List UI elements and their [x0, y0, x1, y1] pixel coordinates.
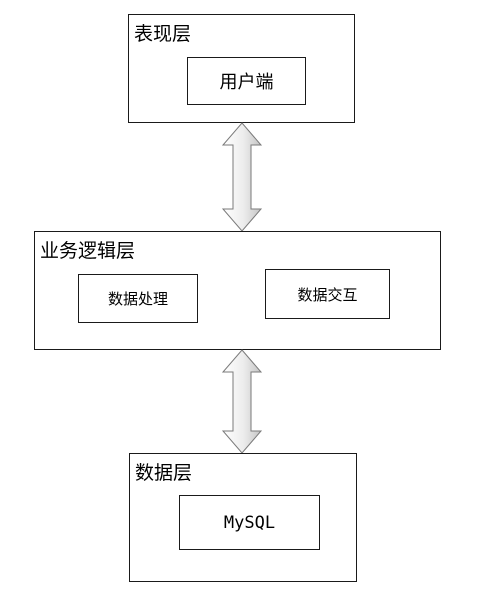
client-box: 用户端: [187, 57, 306, 105]
data-interaction-box: 数据交互: [265, 269, 390, 319]
presentation-layer: 表现层 用户端: [128, 14, 355, 123]
presentation-business-arrow: [221, 122, 263, 232]
data-layer: 数据层 MySQL: [129, 453, 357, 582]
mysql-box: MySQL: [179, 495, 320, 550]
data-layer-title: 数据层: [135, 462, 193, 484]
data-processing-box: 数据处理: [78, 274, 198, 323]
presentation-layer-title: 表现层: [134, 23, 192, 45]
business-logic-layer-title: 业务逻辑层: [40, 240, 136, 262]
business-logic-layer: 业务逻辑层 数据处理 数据交互: [34, 231, 441, 350]
business-data-arrow: [221, 349, 263, 454]
